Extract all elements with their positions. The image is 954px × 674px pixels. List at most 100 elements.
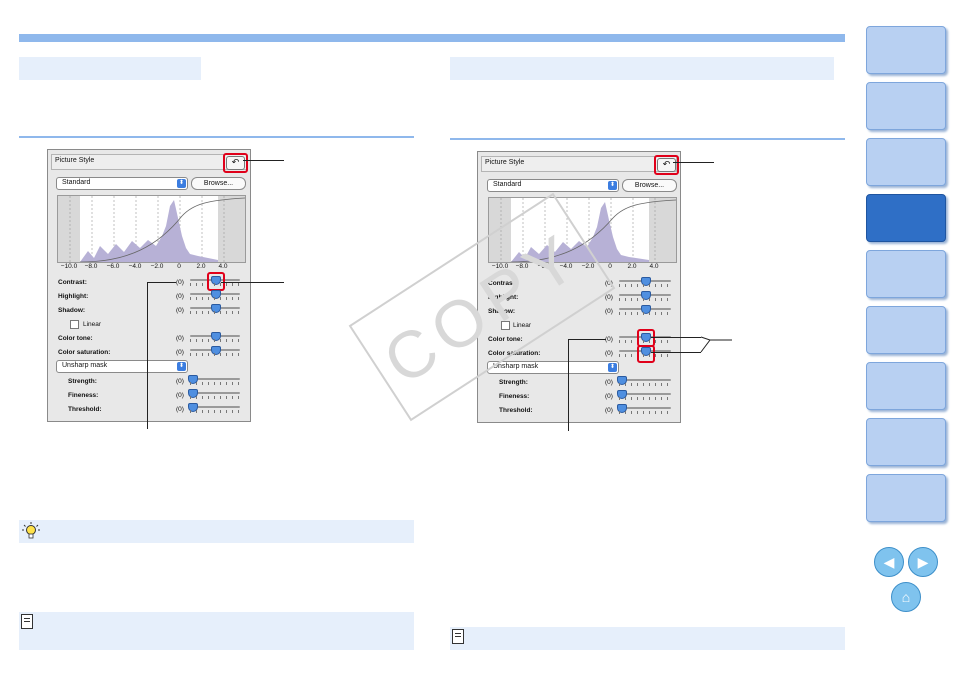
- axis-tick: −6.0: [537, 263, 551, 270]
- nav-tab-1[interactable]: [866, 26, 946, 74]
- next-page-button[interactable]: ▶: [908, 547, 938, 577]
- slider-thumb[interactable]: [211, 304, 221, 313]
- axis-tick: 2.0: [196, 263, 206, 270]
- threshold-row: Threshold: (0): [48, 403, 250, 416]
- return-button[interactable]: ⌂: [891, 582, 921, 612]
- threshold-slider[interactable]: [617, 404, 671, 414]
- callout-bracket: [700, 336, 732, 353]
- linear-row: Linear: [478, 320, 680, 332]
- highlight-row: Highlight: (0): [48, 290, 250, 303]
- color-tone-row: Color tone: (0): [48, 332, 250, 345]
- nav-tab-3[interactable]: [866, 138, 946, 186]
- shadow-value: (0): [176, 307, 184, 314]
- shadow-value: (0): [605, 308, 613, 315]
- color-saturation-slider[interactable]: [190, 346, 240, 356]
- slider-thumb[interactable]: [617, 404, 627, 413]
- axis-tick: −6.0: [106, 263, 120, 270]
- histogram: [57, 195, 246, 263]
- fineness-slider[interactable]: [188, 389, 240, 399]
- slider-thumb[interactable]: [641, 277, 651, 286]
- color-tone-slider[interactable]: [619, 333, 671, 343]
- slider-thumb[interactable]: [211, 346, 221, 355]
- picture-style-select[interactable]: Standard ⬍: [487, 179, 619, 192]
- highlight-slider[interactable]: [190, 290, 240, 300]
- fineness-value: (0): [605, 393, 613, 400]
- slider-thumb[interactable]: [188, 389, 198, 398]
- slider-thumb[interactable]: [617, 376, 627, 385]
- linear-checkbox[interactable]: [70, 320, 79, 329]
- slider-thumb[interactable]: [188, 375, 198, 384]
- undo-highlight: [654, 155, 679, 175]
- threshold-row: Threshold: (0): [478, 404, 680, 417]
- browse-button[interactable]: Browse...: [191, 177, 246, 190]
- sharpen-mode-select[interactable]: Unsharp mask ⬍: [56, 360, 188, 373]
- color-saturation-value: (0): [176, 349, 184, 356]
- nav-tab-9[interactable]: [866, 474, 946, 522]
- contrast-slider[interactable]: [619, 277, 671, 287]
- previous-page-button[interactable]: ◀: [874, 547, 904, 577]
- shadow-row: Shadow: (0): [478, 305, 680, 318]
- nav-tab-8[interactable]: [866, 418, 946, 466]
- linear-label: Linear: [83, 321, 102, 328]
- note-box-right: [450, 627, 845, 650]
- slider-thumb[interactable]: [617, 390, 627, 399]
- linear-row: Linear: [48, 319, 250, 331]
- color-saturation-slider[interactable]: [619, 347, 671, 357]
- fineness-label: Fineness:: [68, 392, 99, 399]
- highlight-slider[interactable]: [619, 291, 671, 301]
- color-tone-value: (0): [605, 336, 613, 343]
- highlight-label: Highlight:: [58, 293, 89, 300]
- color-saturation-row: Color saturation: (0): [48, 346, 250, 359]
- undo-button[interactable]: ↶: [226, 156, 245, 170]
- nav-tab-4-active[interactable]: [866, 194, 946, 242]
- shadow-slider[interactable]: [190, 304, 240, 314]
- callout-line: [568, 339, 606, 340]
- strength-row: Strength: (0): [48, 375, 250, 388]
- undo-icon: ↶: [231, 157, 240, 167]
- strength-label: Strength:: [68, 378, 97, 385]
- picture-style-select[interactable]: Standard ⬍: [56, 177, 188, 190]
- color-tone-label: Color tone:: [488, 336, 523, 343]
- slider-thumb[interactable]: [188, 403, 198, 412]
- fineness-row: Fineness: (0): [48, 389, 250, 402]
- nav-tab-7[interactable]: [866, 362, 946, 410]
- linear-checkbox[interactable]: [501, 321, 510, 330]
- select-arrows-icon: ⬍: [608, 181, 617, 190]
- return-icon: ⌂: [901, 589, 911, 605]
- select-arrows-icon: ⬍: [608, 363, 617, 372]
- nav-tab-6[interactable]: [866, 306, 946, 354]
- callout-line: [221, 282, 284, 283]
- strength-label: Strength:: [499, 379, 528, 386]
- nav-tab-2[interactable]: [866, 82, 946, 130]
- browse-button[interactable]: Browse...: [622, 179, 677, 192]
- strength-slider[interactable]: [617, 376, 671, 386]
- color-tone-slider[interactable]: [190, 332, 240, 342]
- note-icon: [21, 614, 33, 629]
- callout-line: [147, 282, 148, 429]
- threshold-slider[interactable]: [188, 403, 240, 413]
- slider-thumb[interactable]: [641, 291, 651, 300]
- left-divider: [19, 136, 414, 138]
- right-section-header: [450, 57, 834, 80]
- sharpen-mode-value: Unsharp mask: [493, 363, 539, 370]
- slider-thumb[interactable]: [211, 290, 221, 299]
- histogram-axis: −10.0 −8.0 −6.0 −4.0 −2.0 0 2.0 4.0: [57, 263, 244, 272]
- contrast-slider[interactable]: [190, 276, 240, 286]
- undo-button[interactable]: ↶: [657, 158, 676, 172]
- color-tone-label: Color tone:: [58, 335, 93, 342]
- nav-tab-5[interactable]: [866, 250, 946, 298]
- color-tone-value: (0): [176, 335, 184, 342]
- slider-thumb[interactable]: [641, 305, 651, 314]
- dialog-header: Picture Style: [51, 154, 247, 170]
- fineness-slider[interactable]: [617, 390, 671, 400]
- histogram-graph: [58, 196, 245, 262]
- color-tone-row: Color tone: (0): [478, 333, 680, 346]
- callout-line: [673, 162, 714, 163]
- undo-icon: ↶: [662, 159, 671, 169]
- shadow-slider[interactable]: [619, 305, 671, 315]
- slider-thumb[interactable]: [211, 332, 221, 341]
- strength-slider[interactable]: [188, 375, 240, 385]
- callout-line: [147, 282, 176, 283]
- callout-line: [568, 339, 569, 431]
- sharpen-mode-select[interactable]: Unsharp mask ⬍: [487, 361, 619, 374]
